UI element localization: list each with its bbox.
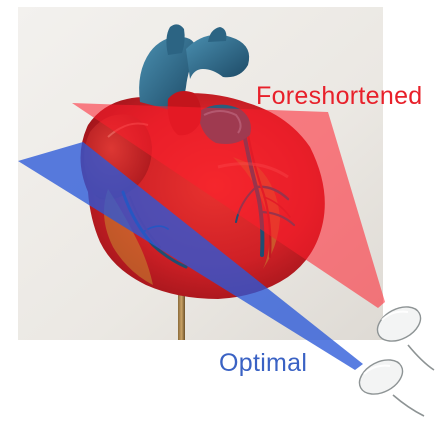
ultrasound-probe-icon — [372, 300, 434, 370]
optimal-label: Optimal — [219, 351, 307, 376]
foreshortened-label: Foreshortened — [256, 84, 423, 109]
ultrasound-probe-icon — [354, 353, 424, 416]
